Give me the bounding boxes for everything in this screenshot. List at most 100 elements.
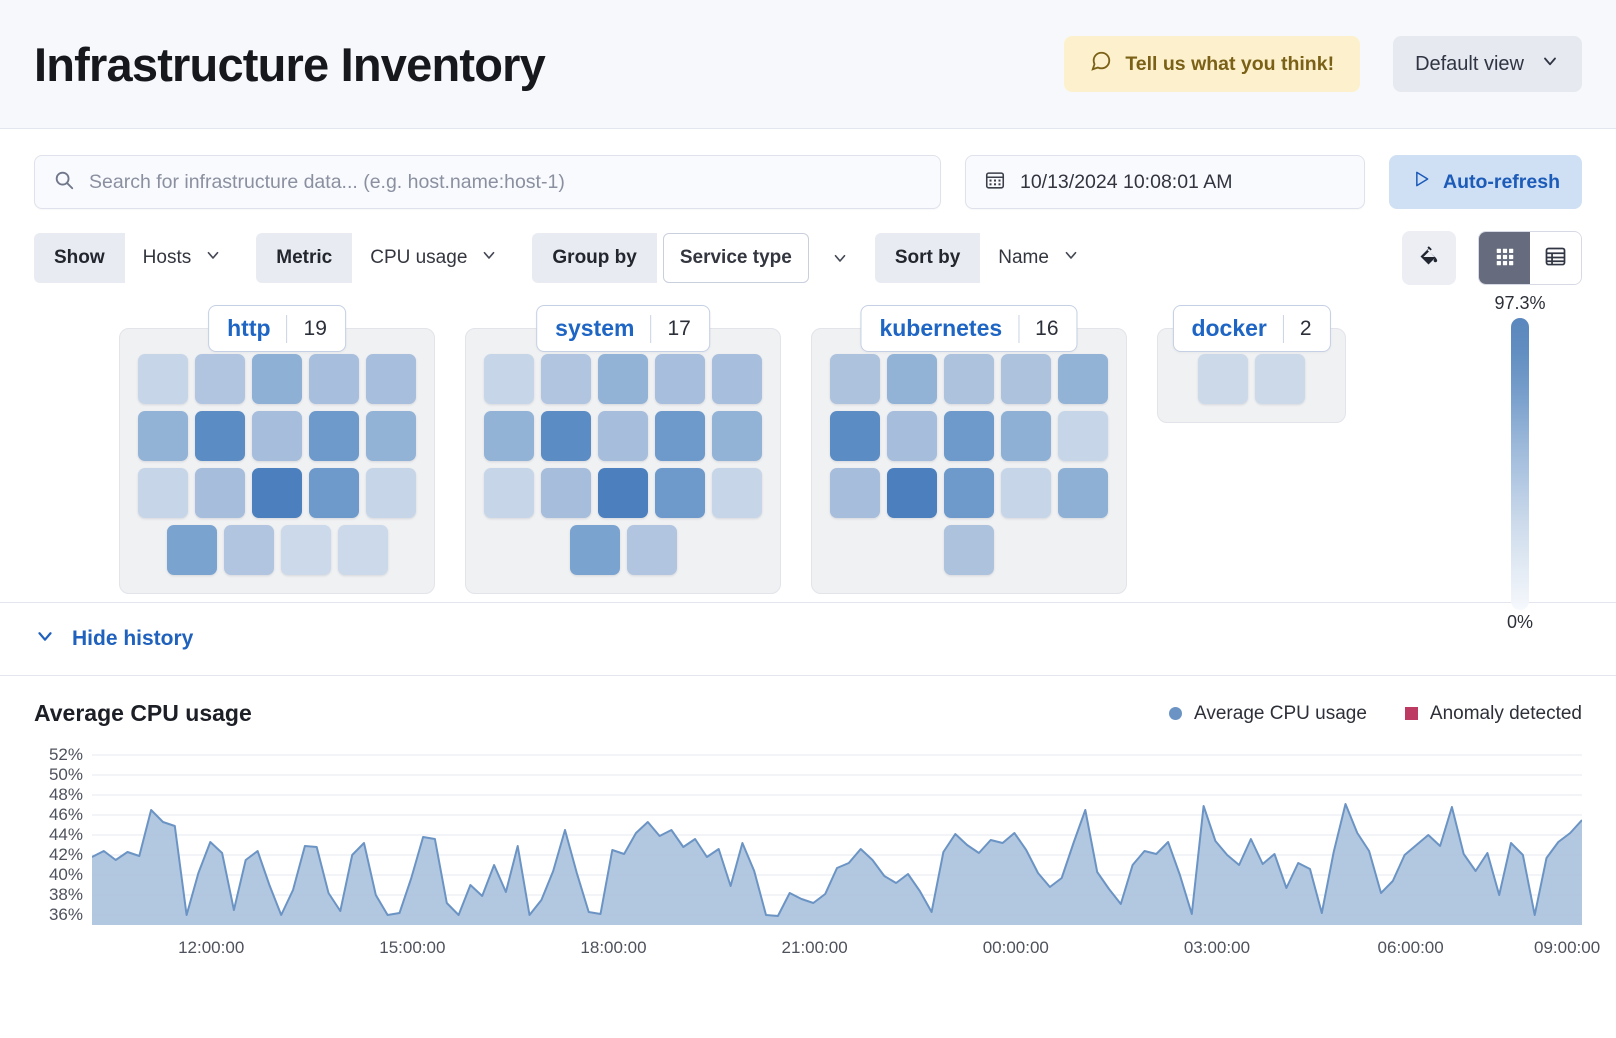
- feedback-button[interactable]: Tell us what you think!: [1064, 36, 1361, 92]
- host-tile[interactable]: [830, 411, 880, 461]
- search-input[interactable]: Search for infrastructure data... (e.g. …: [34, 155, 941, 209]
- host-tile[interactable]: [1001, 354, 1051, 404]
- host-tile[interactable]: [944, 411, 994, 461]
- scale-min-label: 0%: [1506, 612, 1533, 632]
- host-tile[interactable]: [569, 525, 620, 575]
- host-tile[interactable]: [944, 354, 994, 404]
- host-tile[interactable]: [309, 411, 359, 461]
- host-tile[interactable]: [309, 354, 359, 404]
- host-tile[interactable]: [541, 354, 591, 404]
- host-tile[interactable]: [598, 354, 648, 404]
- host-tile[interactable]: [944, 468, 994, 518]
- host-tile[interactable]: [712, 468, 762, 518]
- host-tile[interactable]: [1058, 354, 1108, 404]
- legend-item-anomaly-detected[interactable]: Anomaly detected: [1404, 702, 1582, 725]
- chart-legend: Average CPU usage Anomaly detected: [1169, 703, 1582, 725]
- chevron-down-icon[interactable]: [821, 249, 859, 267]
- host-tile[interactable]: [655, 468, 705, 518]
- host-tile[interactable]: [280, 525, 331, 575]
- host-tile[interactable]: [138, 468, 188, 518]
- host-tile[interactable]: [138, 411, 188, 461]
- y-tick-label: 52%: [48, 745, 83, 764]
- tile-row: [138, 411, 416, 461]
- chevron-down-icon: [1540, 51, 1560, 77]
- host-tile[interactable]: [484, 354, 534, 404]
- grid-view-button[interactable]: [1479, 232, 1530, 284]
- group-panel: [465, 328, 781, 594]
- host-tile[interactable]: [223, 525, 274, 575]
- host-tile[interactable]: [366, 468, 416, 518]
- tile-row: [484, 468, 762, 518]
- host-tile[interactable]: [1058, 468, 1108, 518]
- table-view-button[interactable]: [1530, 232, 1581, 284]
- host-tile[interactable]: [712, 411, 762, 461]
- host-tile[interactable]: [252, 354, 302, 404]
- host-tile[interactable]: [484, 468, 534, 518]
- host-tile[interactable]: [830, 468, 880, 518]
- host-tile[interactable]: [1058, 411, 1108, 461]
- host-tile[interactable]: [655, 411, 705, 461]
- chart-canvas[interactable]: [92, 745, 1582, 930]
- filter-sort-by-value[interactable]: Name: [980, 233, 1098, 283]
- host-tile[interactable]: [541, 468, 591, 518]
- filter-show-value[interactable]: Hosts: [125, 233, 241, 283]
- chevron-down-icon: [1062, 246, 1080, 270]
- auto-refresh-button[interactable]: Auto-refresh: [1388, 155, 1582, 209]
- group-count: 2: [1299, 316, 1312, 340]
- host-tile[interactable]: [598, 468, 648, 518]
- host-tile[interactable]: [195, 411, 245, 461]
- default-view-button[interactable]: Default view: [1393, 36, 1582, 92]
- host-tile[interactable]: [1255, 354, 1305, 404]
- host-tile[interactable]: [944, 525, 994, 575]
- host-tile[interactable]: [366, 354, 416, 404]
- filter-group-by: Group by Service type: [532, 233, 858, 283]
- color-fill-button[interactable]: [1402, 231, 1456, 285]
- host-tile[interactable]: [887, 354, 937, 404]
- group-panel: [811, 328, 1127, 594]
- hide-history-toggle[interactable]: Hide history: [0, 603, 1616, 676]
- filter-group-by-value[interactable]: Service type: [662, 233, 809, 283]
- x-tick-label: 18:00:00: [580, 938, 647, 957]
- host-tile[interactable]: [166, 525, 217, 575]
- host-tile[interactable]: [655, 354, 705, 404]
- host-tile[interactable]: [484, 411, 534, 461]
- table-view-icon: [1544, 245, 1567, 271]
- host-tile[interactable]: [252, 411, 302, 461]
- host-tile[interactable]: [712, 354, 762, 404]
- host-tile[interactable]: [598, 411, 648, 461]
- filter-show: Show Hosts: [34, 233, 240, 283]
- host-tile[interactable]: [309, 468, 359, 518]
- x-tick-label: 21:00:00: [781, 938, 848, 957]
- host-tile[interactable]: [541, 411, 591, 461]
- host-tile[interactable]: [626, 525, 677, 575]
- x-tick-label: 06:00:00: [1377, 938, 1444, 957]
- legend-item-average-cpu-usage[interactable]: Average CPU usage: [1169, 703, 1367, 725]
- host-tile[interactable]: [1001, 411, 1051, 461]
- host-tile[interactable]: [1001, 468, 1051, 518]
- host-tile[interactable]: [252, 468, 302, 518]
- scale-gradient-bar: [1511, 318, 1529, 610]
- host-tile[interactable]: [366, 411, 416, 461]
- host-tile[interactable]: [138, 354, 188, 404]
- group-count: 16: [1035, 316, 1059, 340]
- search-placeholder: Search for infrastructure data... (e.g. …: [89, 170, 565, 193]
- host-tile[interactable]: [1198, 354, 1248, 404]
- date-picker[interactable]: 10/13/2024 10:08:01 AM: [964, 155, 1365, 209]
- tile-row: [830, 354, 1108, 404]
- chevron-down-icon: [204, 246, 222, 270]
- host-tile[interactable]: [195, 354, 245, 404]
- host-tile[interactable]: [887, 468, 937, 518]
- legend-label: Anomaly detected: [1429, 702, 1582, 724]
- page-title: Infrastructure Inventory: [34, 37, 546, 91]
- host-tile[interactable]: [195, 468, 245, 518]
- host-tile[interactable]: [887, 411, 937, 461]
- filter-metric-value[interactable]: CPU usage: [352, 233, 516, 283]
- host-tile[interactable]: [830, 354, 880, 404]
- host-tile[interactable]: [337, 525, 388, 575]
